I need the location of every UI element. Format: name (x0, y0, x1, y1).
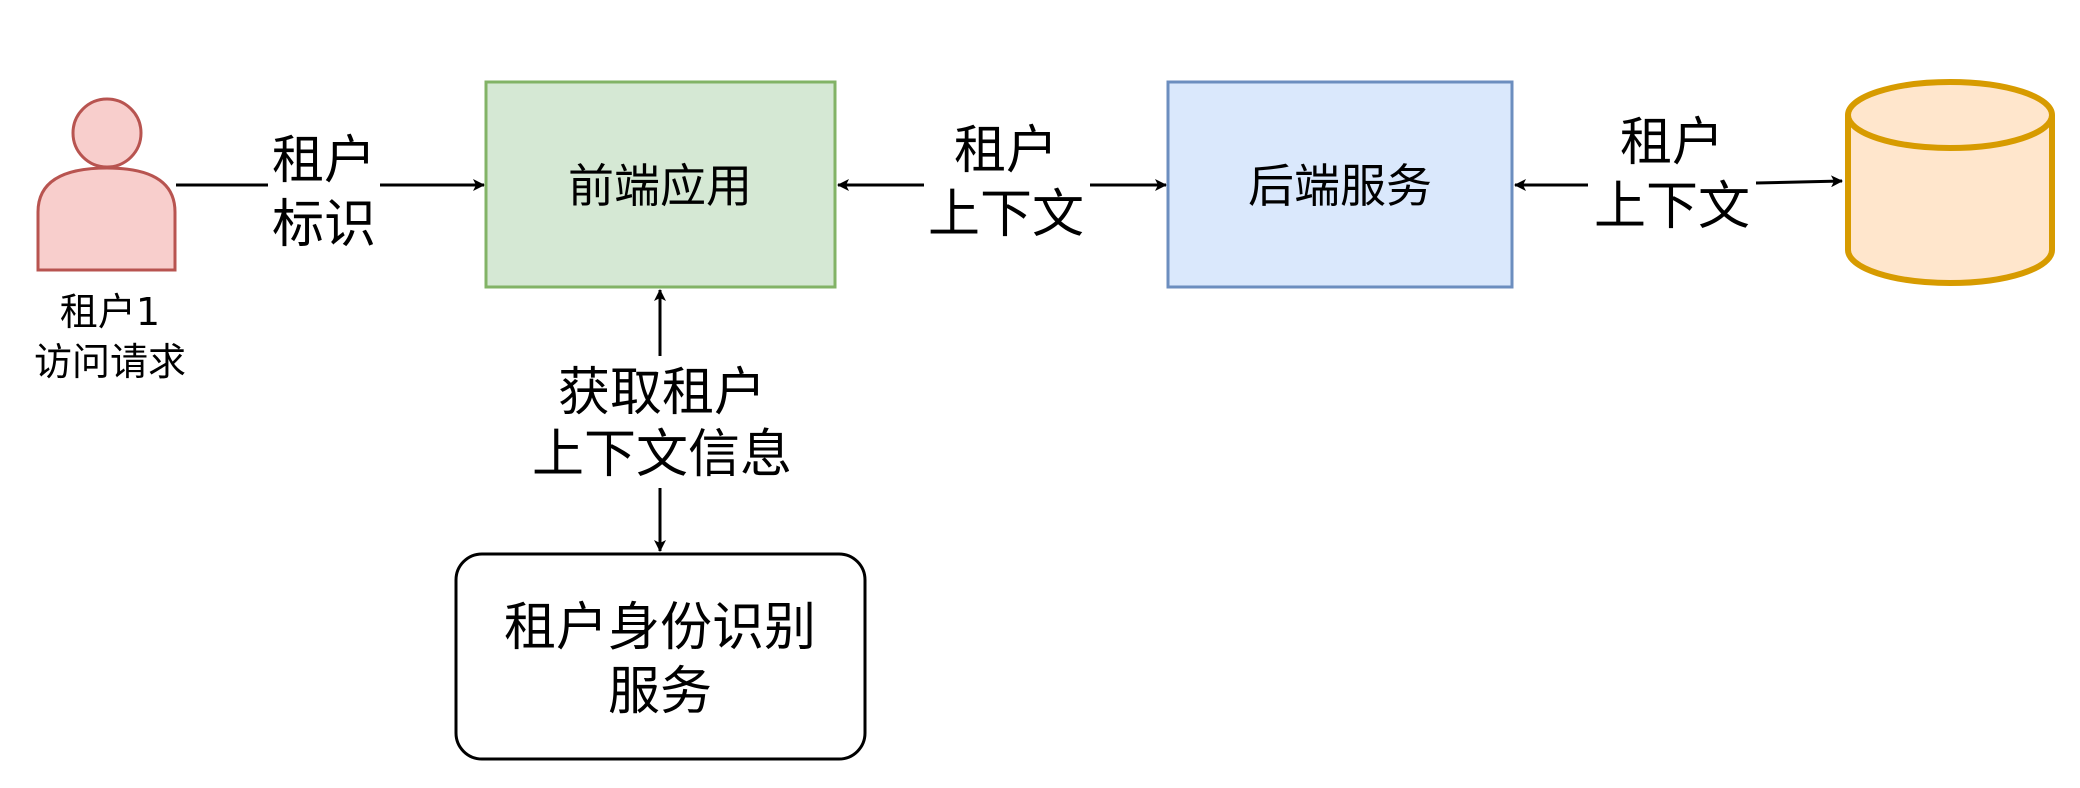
edge-label-tenant-id-line1: 租户 (272, 131, 376, 191)
edge-label-fi-line2: 上下文信息 (532, 425, 792, 485)
edge-label-tenant-id-line2: 标识 (272, 195, 376, 255)
actor-label-line2: 访问请求 (34, 340, 186, 384)
edge-label-fi-line1: 获取租户 (558, 363, 766, 423)
frontend-node[interactable] (484, 80, 837, 289)
identity-service-label-line1: 租户身份识别 (504, 598, 816, 658)
edge-label-fb-line2: 上下文 (928, 185, 1084, 245)
database-node[interactable] (1845, 79, 2055, 286)
actor-label-line1: 租户1 (60, 290, 160, 334)
database-body-shape (1845, 79, 2055, 286)
edge-backend-database-line-b (1755, 175, 1843, 188)
frontend-node-label: 前端应用 (568, 159, 752, 213)
identity-service-node[interactable] (454, 552, 867, 761)
actor-body-shape (36, 166, 177, 272)
database-top-rim (1845, 114, 2055, 151)
edge-label-fb-line1: 租户 (954, 121, 1058, 181)
identity-service-label-line2: 服务 (608, 662, 712, 722)
backend-node[interactable] (1166, 80, 1514, 289)
actor-head-shape (71, 97, 143, 169)
edge-label-bd-line2: 上下文 (1594, 177, 1750, 237)
edge-label-bd-line1: 租户 (1620, 113, 1724, 173)
tenant-actor[interactable] (36, 97, 177, 272)
backend-node-label: 后端服务 (1248, 159, 1432, 213)
